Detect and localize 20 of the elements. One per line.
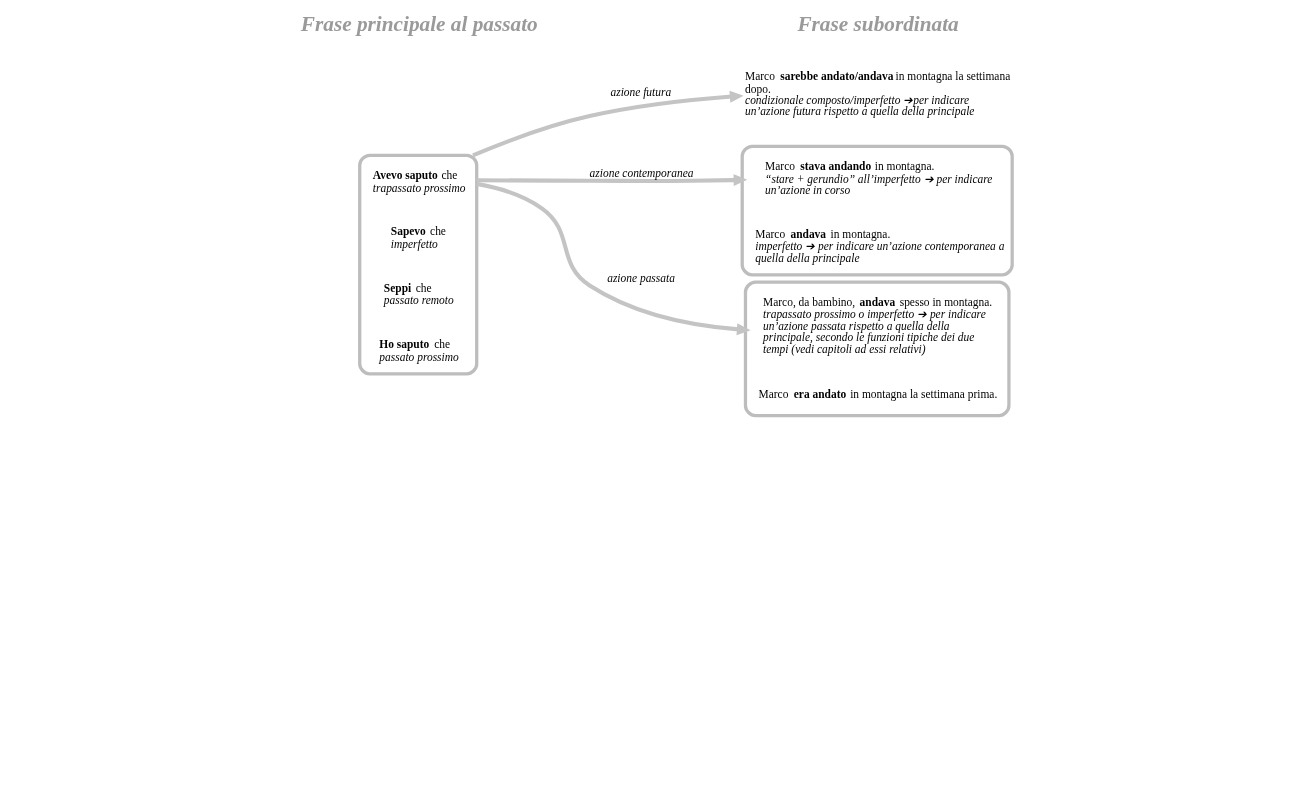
cluster: [743, 280, 1011, 418]
node-text: Sapevo che imperfetto: [390, 225, 446, 250]
edge-label: azione passata: [607, 271, 675, 284]
node-text: Marco sarebbe andato/andava in montagna la settimana dopo. condizionale composto/imperfetto ➔per indicare un’azione futura rispetto a quella della principale: [745, 69, 1011, 118]
edge-label: azione futura: [610, 85, 672, 98]
arrow: [476, 174, 748, 187]
cluster: [740, 144, 1014, 277]
arrow: [472, 90, 744, 158]
label: Frase principale al passato: [300, 12, 538, 37]
node-text: Marco andava in montagna. imperfetto ➔ per indicare un’azione contemporanea a quella della principale: [755, 227, 1005, 264]
node-text: Marco stava andando in montagna. “stare + gerundio” all’imperfetto ➔ per indicare un’azione in corso: [765, 159, 993, 196]
node-text: Seppi che passato remoto: [383, 281, 454, 307]
cluster: [358, 153, 479, 376]
node-text: Marco era andato in montagna la settimana prima.: [758, 388, 998, 401]
label: Frase subordinata: [797, 12, 959, 37]
arrow: [476, 181, 751, 336]
edge-label: azione contemporanea: [589, 166, 694, 179]
node-text: Marco, da bambino, andava spesso in montagna. trapassato prossimo o imperfetto ➔ per indicare un’azione passata rispetto a quella della principale, secondo le funzioni tipiche dei due tempi (vedi capitoli ad essi relativi): [763, 295, 993, 355]
node-text: Avevo saputo che trapassato prossimo: [372, 168, 466, 194]
node-text: Ho saputo che passato prossimo: [379, 338, 459, 363]
